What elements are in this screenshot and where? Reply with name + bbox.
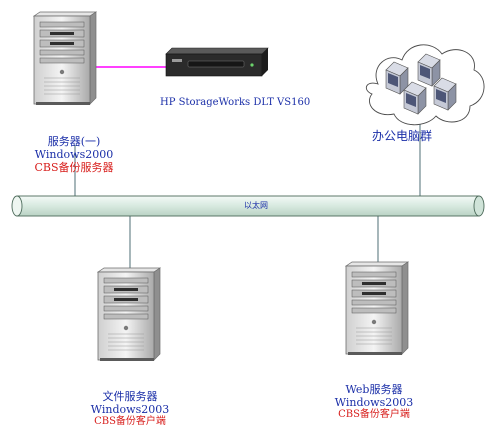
workstation-icon [403, 81, 427, 115]
tower-server-icon [97, 267, 161, 362]
tape-drive-icon [165, 47, 269, 77]
tower-server-icon [33, 11, 97, 106]
workstation-icon [433, 77, 457, 111]
server-web-os: Windows2003 [334, 396, 414, 409]
tower-server-icon [345, 261, 409, 356]
server-main-name: 服务器(一) [47, 135, 101, 148]
server-main-role: CBS备份服务器 [34, 161, 114, 174]
workstation-icon [417, 53, 441, 87]
server-main-os: Windows2000 [34, 148, 114, 161]
ethernet-bus [11, 195, 485, 217]
server-file-name: 文件服务器 [102, 390, 158, 403]
server-web-role: CBS备份客户端 [338, 409, 410, 420]
server-file-os: Windows2003 [90, 403, 170, 416]
office-label: 办公电脑群 [372, 129, 433, 143]
tape-label: HP StorageWorks DLT VS160 [160, 97, 311, 108]
network-label: 以太网 [244, 201, 268, 210]
server-file-role: CBS备份客户端 [94, 416, 166, 427]
server-web-name: Web服务器 [345, 383, 403, 396]
